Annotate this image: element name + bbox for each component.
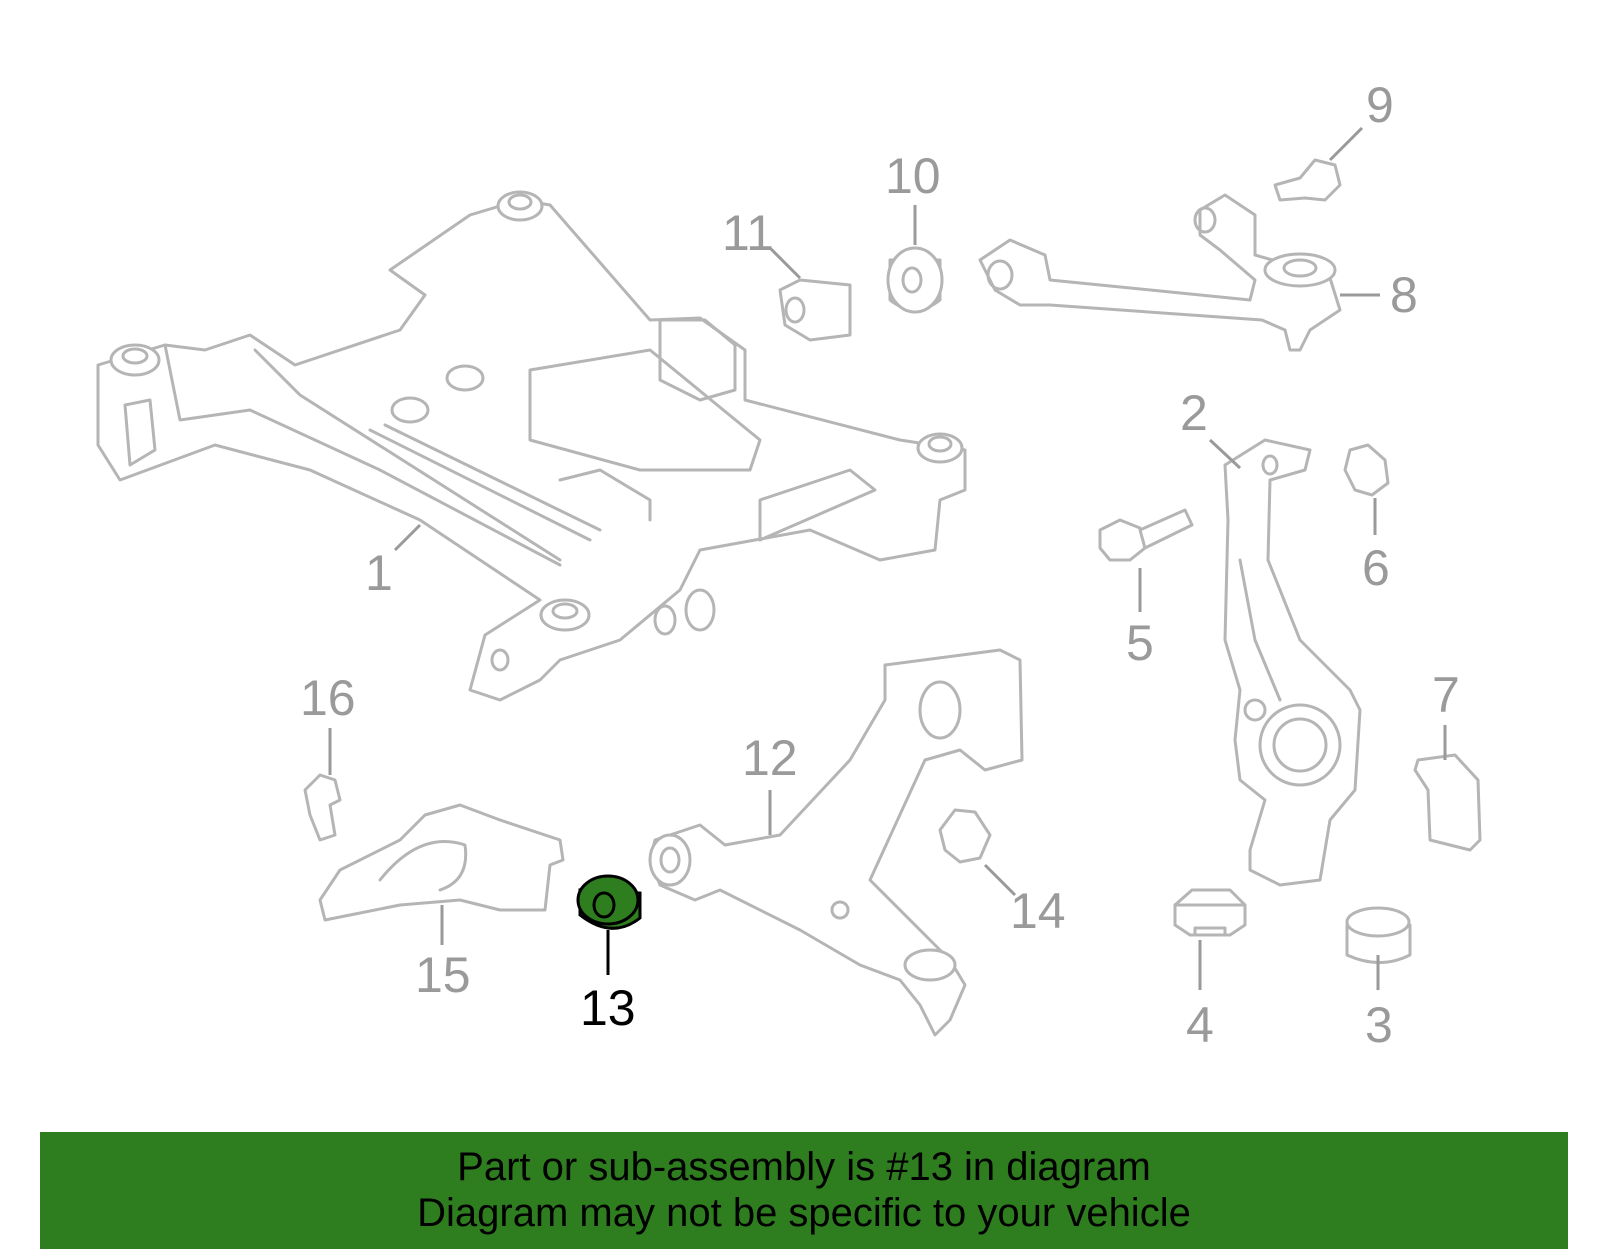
- callout-11: 11: [722, 205, 774, 261]
- callout-numbers: 1 2 3 4 5 6 7 8 9 10 11 12 13 14 15 16: [300, 77, 1460, 1053]
- highlight-banner: Part or sub-assembly is #13 in diagram D…: [40, 1132, 1568, 1249]
- callout-1: 1: [365, 545, 393, 601]
- part-4-nut: [1173, 888, 1247, 937]
- part-6-nut: [1343, 443, 1390, 497]
- callout-4: 4: [1186, 997, 1214, 1053]
- callout-14: 14: [1010, 883, 1066, 939]
- banner-line-2: Diagram may not be specific to your vehi…: [417, 1191, 1191, 1235]
- part-15-bracket: [318, 803, 565, 922]
- callout-10: 10: [885, 148, 941, 204]
- part-10-bushing: [886, 246, 944, 314]
- callout-8: 8: [1390, 267, 1418, 323]
- part-3-cap: [1345, 906, 1412, 964]
- part-16-clip: [303, 773, 342, 842]
- part-12-lower-arm: [648, 648, 1024, 1037]
- part-7-shield: [1413, 753, 1482, 852]
- part-8-upper-arm: [978, 193, 1342, 352]
- leader-1: [393, 523, 422, 552]
- part-14-nut: [938, 808, 992, 864]
- part-13-bushing: [576, 874, 642, 930]
- leader-14: [983, 863, 1017, 897]
- leader-2: [1208, 438, 1242, 470]
- leader-11: [768, 246, 802, 280]
- callout-13: 13: [580, 980, 636, 1036]
- part-5-bolt: [1098, 508, 1194, 562]
- callout-2: 2: [1180, 385, 1208, 441]
- part-11-bushing: [778, 278, 852, 342]
- part-2-knuckle: [1223, 438, 1362, 887]
- part-1-subframe: [96, 190, 967, 702]
- callout-6: 6: [1362, 540, 1390, 596]
- callout-5: 5: [1126, 615, 1154, 671]
- callout-3: 3: [1365, 997, 1393, 1053]
- leader-lines: [328, 126, 1447, 990]
- callout-15: 15: [415, 947, 471, 1003]
- part-9-bolt: [1273, 158, 1342, 202]
- banner-line-1: Part or sub-assembly is #13 in diagram: [457, 1145, 1151, 1189]
- callout-9: 9: [1366, 77, 1394, 133]
- callout-12: 12: [742, 730, 798, 786]
- callout-16: 16: [300, 670, 356, 726]
- callout-7: 7: [1432, 667, 1460, 723]
- leader-9: [1328, 126, 1364, 162]
